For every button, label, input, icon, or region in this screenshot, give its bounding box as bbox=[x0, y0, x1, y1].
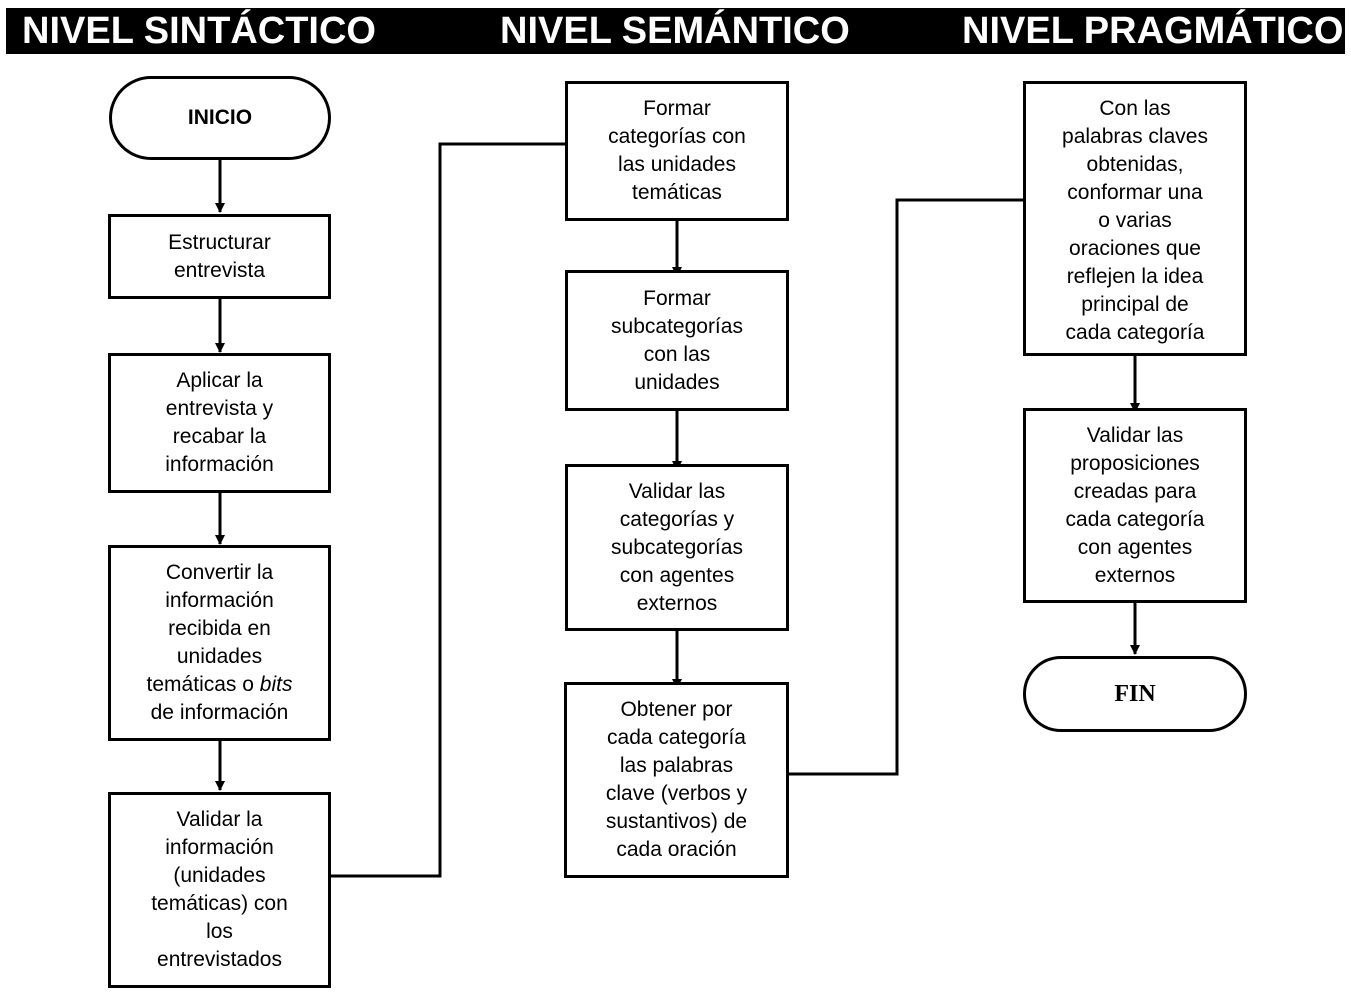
syntactic-step-structure-interview: Estructurar entrevista bbox=[108, 214, 331, 299]
syntactic-step-3-part2: de información bbox=[150, 701, 289, 724]
syntactic-step-2-text: Aplicar la entrevista y recabar la infor… bbox=[165, 369, 274, 476]
header-bar bbox=[6, 8, 1345, 54]
header-pragmatic-level: NIVEL PRAGMÁTICO bbox=[962, 10, 1344, 52]
syntactic-step-3-part1: Convertir la información recibida en uni… bbox=[146, 561, 274, 696]
semantic-step-1-text: Formar categorías con las unidades temát… bbox=[608, 97, 746, 204]
end-terminal: FIN bbox=[1023, 656, 1247, 732]
start-label: INICIO bbox=[187, 106, 253, 129]
syntactic-step-convert-information: Convertir la información recibida en uni… bbox=[108, 545, 331, 741]
semantic-step-3-text: Validar las categorías y subcategorías c… bbox=[611, 479, 743, 615]
syntactic-step-validate-information: Validar la información (unidades temátic… bbox=[108, 792, 331, 988]
pragmatic-step-build-sentences: Con las palabras claves obtenidas, confo… bbox=[1023, 81, 1247, 356]
semantic-step-2-text: Formar subcategorías con las unidades bbox=[611, 286, 743, 394]
arrow-semantic-to-pragmatic bbox=[788, 195, 1034, 776]
syntactic-step-3-italic: bits bbox=[259, 673, 293, 696]
syntactic-step-4-text: Validar la información (unidades temátic… bbox=[151, 808, 288, 971]
arrow-syntactic-to-semantic bbox=[330, 139, 576, 878]
syntactic-step-apply-interview: Aplicar la entrevista y recabar la infor… bbox=[108, 353, 331, 493]
semantic-step-form-categories: Formar categorías con las unidades temát… bbox=[565, 81, 789, 221]
semantic-step-form-subcategories: Formar subcategorías con las unidades bbox=[565, 270, 789, 411]
syntactic-step-1-text: Estructurar entrevista bbox=[168, 230, 271, 282]
semantic-step-4-text: Obtener por cada categoría las palabras … bbox=[605, 698, 748, 861]
syntactic-step-3-text: Convertir la información recibida en uni… bbox=[147, 559, 293, 727]
header-semantic-level: NIVEL SEMÁNTICO bbox=[500, 10, 850, 52]
pragmatic-step-2-text: Validar las proposiciones creadas para c… bbox=[1065, 423, 1205, 587]
end-label: FIN bbox=[1114, 681, 1156, 707]
semantic-step-validate-categories: Validar las categorías y subcategorías c… bbox=[565, 464, 789, 631]
start-terminal: INICIO bbox=[109, 76, 331, 160]
semantic-step-obtain-keywords: Obtener por cada categoría las palabras … bbox=[564, 682, 789, 878]
pragmatic-step-validate-propositions: Validar las proposiciones creadas para c… bbox=[1023, 408, 1247, 603]
pragmatic-step-1-text: Con las palabras claves obtenidas, confo… bbox=[1062, 97, 1208, 344]
header-syntactic-level: NIVEL SINTÁCTICO bbox=[22, 10, 376, 52]
